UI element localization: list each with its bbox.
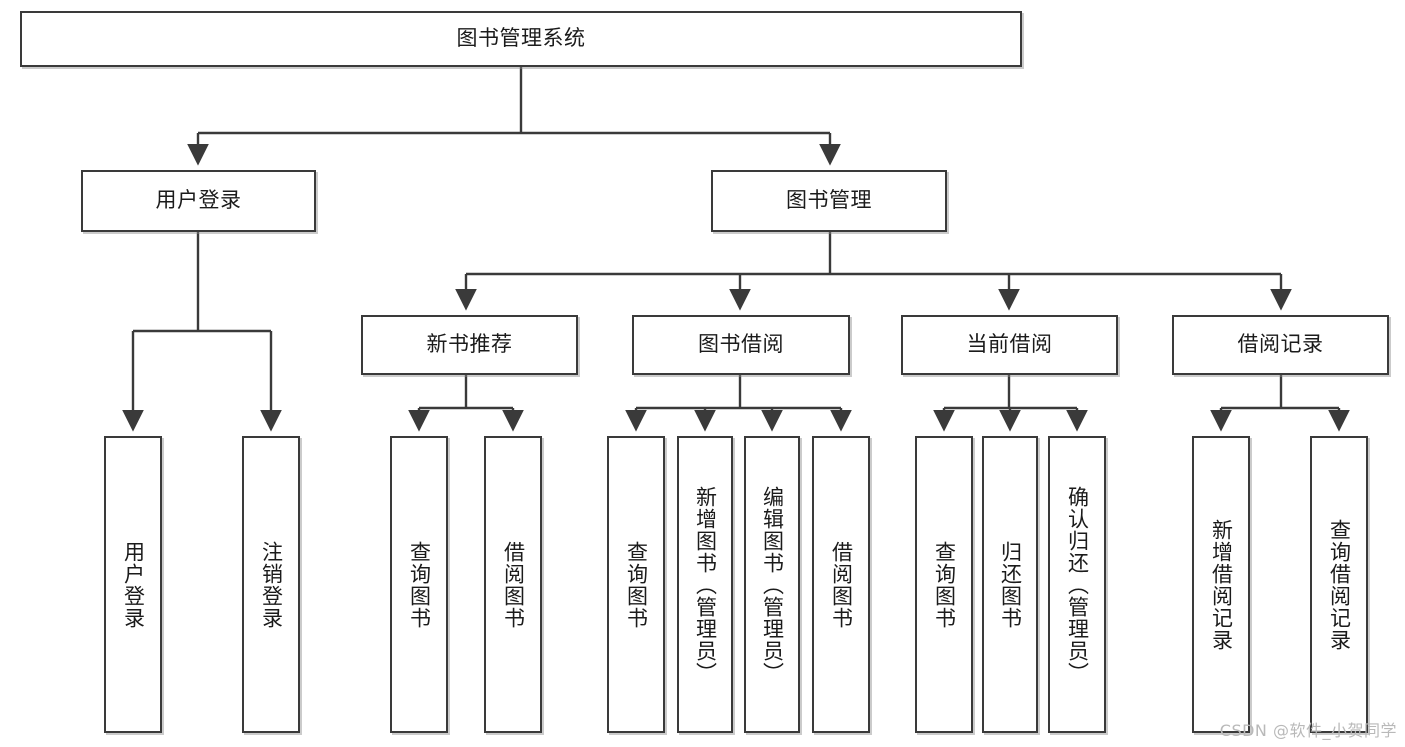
node-leaf-add-record-label: 新增借阅记录 (1209, 518, 1234, 651)
node-new-book-recommend[interactable]: 新书推荐 (361, 315, 578, 375)
node-current-borrow-label: 当前借阅 (966, 332, 1053, 357)
node-leaf-confirm-return-label: 确认归还（管理员） (1065, 485, 1090, 684)
node-user-login[interactable]: 用户登录 (81, 170, 316, 232)
node-leaf-query-book-1[interactable]: 查询图书 (390, 436, 448, 733)
node-leaf-borrow-book-1[interactable]: 借阅图书 (484, 436, 542, 733)
node-leaf-edit-book[interactable]: 编辑图书（管理员） (744, 436, 800, 733)
node-leaf-query-book-3[interactable]: 查询图书 (915, 436, 973, 733)
node-borrow-record-label: 借阅记录 (1237, 332, 1324, 357)
node-leaf-add-record[interactable]: 新增借阅记录 (1192, 436, 1250, 733)
node-leaf-confirm-return[interactable]: 确认归还（管理员） (1048, 436, 1106, 733)
node-root[interactable]: 图书管理系统 (20, 11, 1022, 67)
node-leaf-user-login-label: 用户登录 (121, 540, 146, 629)
node-leaf-add-book-label: 新增图书（管理员） (693, 485, 718, 684)
node-leaf-borrow-book-1-label: 借阅图书 (501, 540, 526, 629)
node-book-manage[interactable]: 图书管理 (711, 170, 947, 232)
node-leaf-return-book[interactable]: 归还图书 (982, 436, 1038, 733)
node-leaf-logout-login-label: 注销登录 (259, 540, 284, 629)
node-leaf-query-record[interactable]: 查询借阅记录 (1310, 436, 1368, 733)
node-current-borrow[interactable]: 当前借阅 (901, 315, 1118, 375)
node-book-borrow-label: 图书借阅 (698, 332, 784, 357)
node-leaf-edit-book-label: 编辑图书（管理员） (760, 485, 785, 684)
node-book-borrow[interactable]: 图书借阅 (632, 315, 850, 375)
node-borrow-record[interactable]: 借阅记录 (1172, 315, 1389, 375)
node-leaf-logout-login[interactable]: 注销登录 (242, 436, 300, 733)
node-new-book-recommend-label: 新书推荐 (426, 332, 513, 357)
node-leaf-borrow-book-2-label: 借阅图书 (829, 540, 854, 629)
node-book-manage-label: 图书管理 (786, 188, 872, 213)
node-leaf-borrow-book-2[interactable]: 借阅图书 (812, 436, 870, 733)
node-leaf-query-book-2-label: 查询图书 (624, 540, 649, 629)
node-root-label: 图书管理系统 (456, 26, 586, 51)
node-leaf-user-login[interactable]: 用户登录 (104, 436, 162, 733)
node-user-login-label: 用户登录 (155, 188, 242, 213)
node-leaf-query-book-3-label: 查询图书 (932, 540, 957, 629)
node-leaf-query-book-1-label: 查询图书 (407, 540, 432, 629)
node-leaf-add-book[interactable]: 新增图书（管理员） (677, 436, 733, 733)
node-leaf-query-book-2[interactable]: 查询图书 (607, 436, 665, 733)
node-leaf-return-book-label: 归还图书 (998, 540, 1023, 629)
node-leaf-query-record-label: 查询借阅记录 (1327, 518, 1352, 651)
